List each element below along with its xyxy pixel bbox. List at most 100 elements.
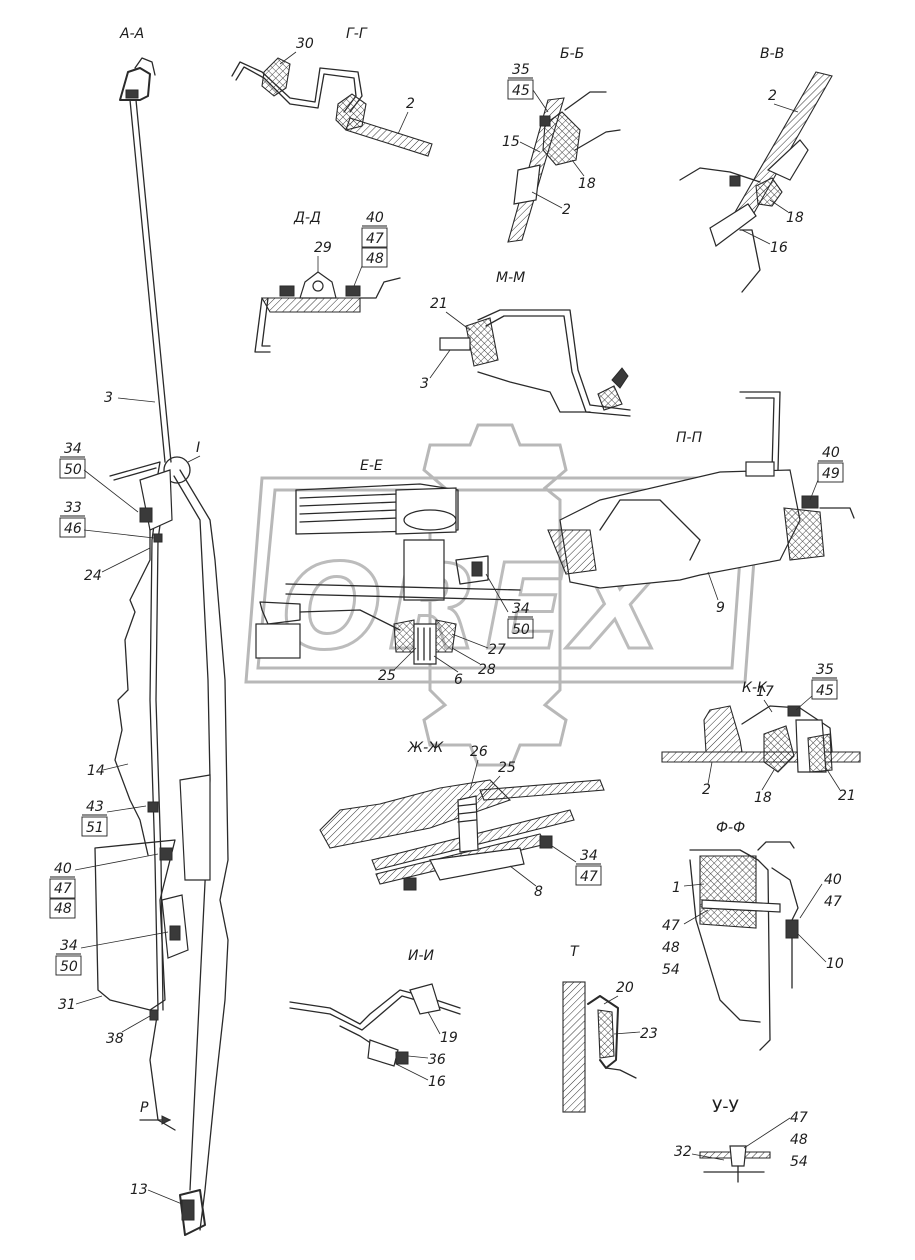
ff-block-1: [699, 855, 757, 929]
view-i-i: И-И 19 36 16: [289, 948, 461, 1090]
view-d-d: Д-Д 29 40 47 48: [254, 210, 401, 353]
view-e-e: Е-Е 34 50 27 25 6 28: [255, 458, 534, 688]
view-p-p: П-П 40 49 9: [547, 391, 855, 616]
kk-label-2: 2: [702, 782, 711, 798]
aa-label-47: 47: [54, 881, 72, 897]
mm-grommet-21: [465, 317, 499, 367]
vv-strip-2: [733, 71, 833, 221]
view-v-v: В-В 2 18 16: [679, 46, 833, 293]
section-title-kk: К-К: [742, 680, 768, 696]
bb-label-18: 18: [578, 176, 596, 192]
view-zh-zh: Ж-Ж 26 25 34 47 8: [319, 740, 605, 900]
zhzh-label-34: 34: [580, 848, 598, 864]
ff-label-10: 10: [826, 956, 844, 972]
section-title-pp: П-П: [676, 430, 703, 446]
view-k-k: К-К 35 45 17 2 18 21: [661, 662, 861, 806]
aa-label-31: 31: [58, 997, 76, 1013]
aa-label-34: 34: [64, 441, 82, 457]
aa-label-24: 24: [84, 568, 102, 584]
watermark-frame-inner: [256, 488, 747, 670]
t-glass: [562, 981, 586, 1113]
zhzh-label-26: 26: [470, 744, 488, 760]
bb-label-45: 45: [512, 83, 530, 99]
pp-label-9: 9: [716, 600, 725, 616]
zhzh-label-8: 8: [534, 884, 543, 900]
gg-seal-30: [261, 57, 291, 97]
ff-label-47: 47: [824, 894, 842, 910]
view-p-label: Р: [140, 1100, 149, 1116]
aa-label-33: 33: [64, 500, 82, 516]
uu-label-47: 47: [790, 1110, 808, 1126]
section-title-uu: У-У: [712, 1097, 739, 1117]
uu-label-32: 32: [674, 1144, 692, 1160]
aa-rod-3: [129, 99, 166, 463]
ff-label-40: 40: [824, 872, 842, 888]
bb-label-15: 15: [502, 134, 520, 150]
ee-label-6: 6: [454, 672, 463, 688]
zhzh-label-25: 25: [498, 760, 516, 776]
section-title-zhzh: Ж-Ж: [407, 740, 444, 756]
mm-label-3: 3: [420, 376, 429, 392]
ii-label-19: 19: [440, 1030, 458, 1046]
section-title-dd: Д-Д: [293, 210, 321, 226]
ee-gear-25: [413, 623, 437, 665]
t-label-20: 20: [616, 980, 634, 996]
aa-label-46: 46: [64, 521, 82, 537]
zhzh-stud-25: [457, 795, 479, 853]
t-label-23: 23: [640, 1026, 658, 1042]
kk-label-17: 17: [756, 684, 774, 700]
kk-seal-18: [763, 725, 795, 773]
aa-label-38: 38: [106, 1031, 124, 1047]
dd-label-48: 48: [366, 251, 384, 267]
watermark-gear: [422, 423, 568, 767]
aa-label-50b: 50: [60, 959, 78, 975]
view-a-a: А-А I Р: [49, 26, 229, 1236]
gg-label-2: 2: [406, 96, 415, 112]
aa-label-48: 48: [54, 901, 72, 917]
dd-label-40: 40: [366, 210, 384, 226]
vv-label-18: 18: [786, 210, 804, 226]
ii-bracket-19: [409, 983, 441, 1015]
ee-label-25: 25: [378, 668, 396, 684]
uu-label-54: 54: [790, 1154, 808, 1170]
ii-label-16: 16: [428, 1074, 446, 1090]
view-t: Т 20 23: [562, 944, 658, 1113]
ff-label-47b: 47: [662, 918, 680, 934]
gg-strip-2: [345, 117, 433, 157]
aa-label-40: 40: [54, 861, 72, 877]
ff-label-1: 1: [672, 880, 681, 896]
kk-label-35: 35: [816, 662, 834, 678]
ee-label-34: 34: [512, 601, 530, 617]
section-title-t: Т: [570, 944, 580, 960]
aa-label-50: 50: [64, 462, 82, 478]
ii-label-36: 36: [428, 1052, 446, 1068]
section-title-ff: Ф-Ф: [716, 820, 745, 836]
aa-bottom-hook-13: [179, 1189, 206, 1236]
section-title-mm: М-М: [496, 270, 525, 286]
view-u-u: У-У 47 48 54 32: [674, 1097, 808, 1183]
view-f-f: Ф-Ф 1 40 47 47 48 54 10: [662, 820, 844, 1051]
t-seal-23: [597, 1009, 615, 1059]
dd-plate: [261, 297, 361, 313]
kk-label-45: 45: [816, 683, 834, 699]
pp-label-40: 40: [822, 445, 840, 461]
section-title-ii: И-И: [408, 948, 435, 964]
section-title-gg: Г-Г: [346, 26, 368, 42]
aa-label-13: 13: [130, 1182, 148, 1198]
dd-label-47: 47: [366, 231, 384, 247]
pp-label-49: 49: [822, 466, 840, 482]
aa-label-34b: 34: [60, 938, 78, 954]
view-b-b: Б-Б 35 45 15 18 2: [502, 46, 621, 243]
section-title-aa: А-А: [119, 26, 144, 42]
aa-long-panel: [179, 469, 229, 1231]
uu-label-48: 48: [790, 1132, 808, 1148]
ee-label-28: 28: [478, 662, 496, 678]
kk-grommet-21: [807, 733, 833, 773]
vv-label-2: 2: [768, 88, 777, 104]
zhzh-label-47: 47: [580, 869, 598, 885]
kk-label-18: 18: [754, 790, 772, 806]
dd-label-29: 29: [314, 240, 332, 256]
bb-label-2: 2: [562, 202, 571, 218]
ff-label-54: 54: [662, 962, 680, 978]
